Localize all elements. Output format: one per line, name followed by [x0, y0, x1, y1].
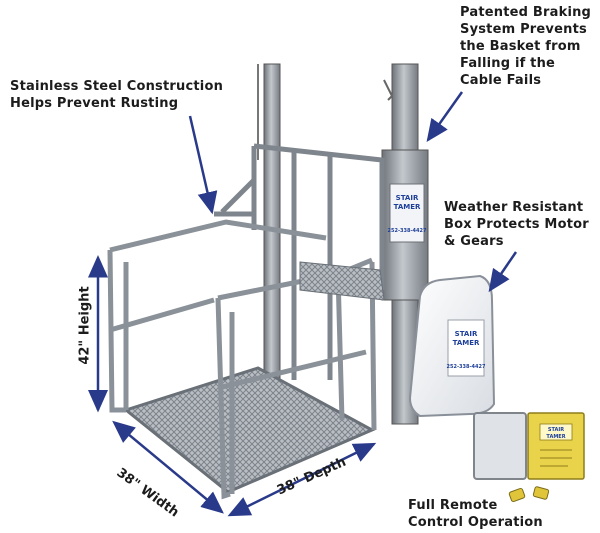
- logo-text: STAIR: [396, 194, 419, 202]
- phone-text: 252-338-4427: [388, 228, 427, 234]
- remote-fob-icon: [508, 486, 550, 503]
- remote-control-box: STAIR TAMER: [473, 412, 585, 480]
- callout-stainless: Stainless Steel Construction Helps Preve…: [10, 79, 224, 111]
- logo-text: TAMER: [394, 203, 421, 211]
- callout-weather-box: Weather Resistant Box Protects Motor & G…: [444, 200, 589, 249]
- logo-text: STAIR: [548, 427, 564, 433]
- callout-remote: Full Remote Control Operation: [408, 498, 543, 530]
- height-label: 42" Height: [77, 286, 93, 365]
- weather-box: STAIR TAMER 252-338-4427: [408, 274, 496, 418]
- dimension-arrows: [88, 255, 377, 517]
- phone-text: 252-338-4427: [447, 364, 486, 370]
- front-frame: [107, 219, 377, 500]
- callout-braking: Patented Braking System Prevents the Bas…: [460, 5, 592, 88]
- callout-arrows: [188, 91, 518, 293]
- logo-text: TAMER: [453, 339, 480, 347]
- logo-text: TAMER: [546, 434, 565, 440]
- logo-text: STAIR: [455, 330, 478, 338]
- side-mesh: [299, 261, 385, 301]
- carriage: STAIR TAMER 252-338-4427: [381, 149, 429, 301]
- back-frame: [214, 143, 385, 380]
